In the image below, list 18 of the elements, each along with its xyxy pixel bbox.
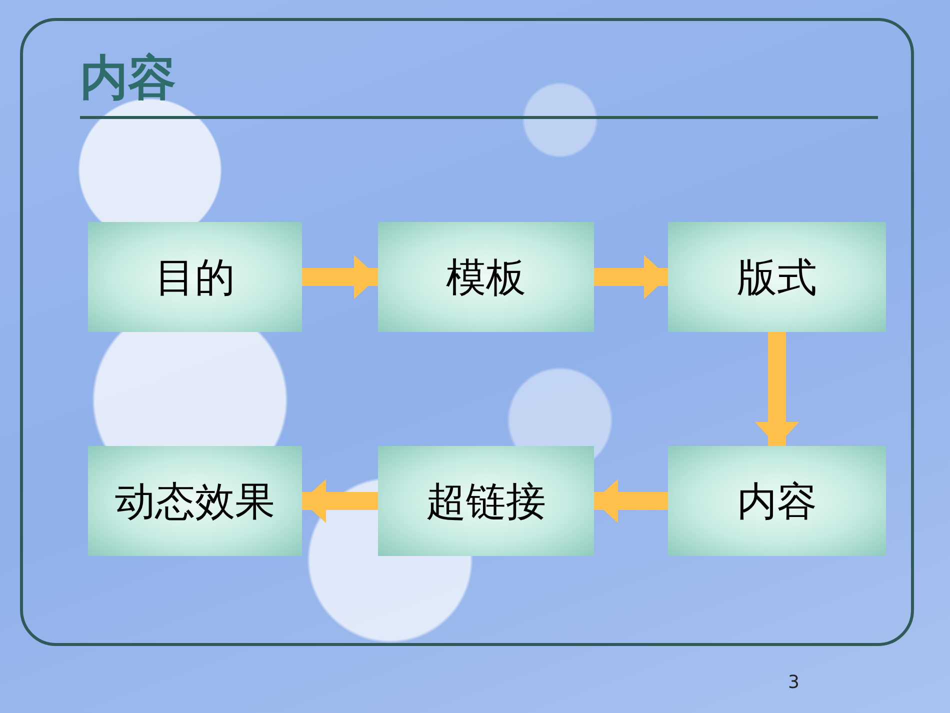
slide-title: 内容 xyxy=(80,52,176,105)
block-arrow xyxy=(594,479,668,523)
box-label: 超链接 xyxy=(426,478,546,526)
page-number: 3 xyxy=(788,672,800,693)
process-box xyxy=(88,222,302,332)
box-label: 动态效果 xyxy=(115,478,275,526)
block-arrow xyxy=(302,255,378,299)
box-label: 模板 xyxy=(446,254,526,302)
block-arrow xyxy=(594,255,668,299)
box-label: 版式 xyxy=(737,254,817,302)
block-arrow xyxy=(755,332,799,446)
process-box xyxy=(88,446,302,556)
box-label: 目的 xyxy=(155,254,235,302)
box-label: 内容 xyxy=(737,478,817,526)
process-box xyxy=(378,222,594,332)
process-box xyxy=(378,446,594,556)
process-box xyxy=(668,222,886,332)
process-box xyxy=(668,446,886,556)
